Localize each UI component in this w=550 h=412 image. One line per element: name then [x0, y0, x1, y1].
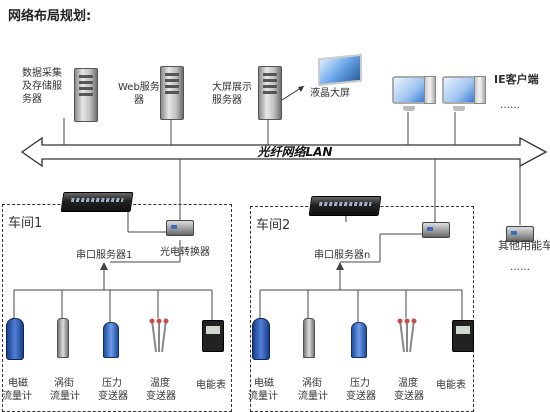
w1-inst-label: 变送器 [146, 391, 176, 402]
energy-meter-icon [452, 320, 474, 352]
other-converter-icon [506, 226, 534, 242]
led-screen-icon [318, 53, 362, 87]
client-tower-icon [424, 76, 436, 104]
display-server-label-2: 服务器 [212, 95, 242, 106]
client-pc-icon [392, 76, 426, 111]
w2-inst-label: 温度 [398, 378, 418, 389]
client-pc-icon [442, 76, 476, 111]
pressure-transmitter-icon [103, 322, 119, 358]
workshop-2-converter-icon [422, 222, 450, 238]
workshop-1-title: 车间1 [8, 216, 43, 231]
workshop-1-switch-icon [60, 192, 134, 212]
w2-inst-label: 涡街 [302, 378, 322, 389]
data-server-label-2: 及存储服 [22, 81, 62, 92]
temperature-transmitter-icon [397, 318, 417, 353]
temperature-transmitter-icon [149, 318, 169, 353]
w2-inst-label: 变送器 [394, 391, 424, 402]
display-server-icon [258, 66, 282, 120]
web-server-icon [160, 66, 184, 120]
em-flowmeter-icon [252, 318, 270, 360]
page-title: 网络布局规划: [8, 9, 92, 24]
w1-inst-label: 变送器 [98, 391, 128, 402]
workshop-2-switch-icon [308, 196, 382, 216]
pressure-transmitter-icon [351, 322, 367, 358]
w2-inst-label: 变送器 [346, 391, 376, 402]
w1-inst-label: 温度 [150, 378, 170, 389]
w1-inst-label: 涡街 [54, 378, 74, 389]
web-server-label-1: Web服务 [118, 82, 160, 93]
led-screen-label: 液晶大屏 [310, 88, 350, 99]
workshop-2-title: 车间2 [256, 218, 291, 233]
display-server-label-1: 大屏展示 [212, 82, 252, 93]
w1-inst-label: 流量计 [50, 391, 80, 402]
w2-inst-label: 压力 [350, 378, 370, 389]
workshop-2-serial-label: 串口服务器n [314, 250, 371, 261]
lan-label: 光纤网络LAN [257, 145, 333, 159]
data-collection-server-icon [74, 68, 98, 122]
workshop-1-serial-label: 串口服务器1 [76, 250, 133, 261]
w2-inst-label: 电能表 [436, 380, 466, 391]
workshop-1-converter-label: 光电转换器 [160, 247, 210, 258]
w2-inst-label: 流量计 [298, 391, 328, 402]
vortex-flowmeter-icon [57, 318, 69, 358]
w1-inst-label: 压力 [102, 378, 122, 389]
ie-clients-label: IE客户端 [494, 73, 539, 86]
w2-inst-label: 流量计 [248, 391, 278, 402]
vortex-flowmeter-icon [303, 318, 315, 358]
other-workshop-more: …… [510, 262, 530, 273]
w1-inst-label: 电能表 [196, 380, 226, 391]
w1-inst-label: 电磁 [8, 378, 28, 389]
ie-clients-more: …… [500, 100, 520, 111]
web-server-label-2: 器 [134, 95, 144, 106]
other-workshop-label: 其他用能车 [498, 239, 550, 252]
client-tower-icon [474, 76, 486, 104]
em-flowmeter-icon [6, 318, 24, 360]
w1-inst-label: 流量计 [2, 391, 32, 402]
data-server-label-1: 数据采集 [22, 68, 62, 79]
w2-inst-label: 电磁 [254, 378, 274, 389]
energy-meter-icon [202, 320, 224, 352]
workshop-1-converter-icon [166, 220, 194, 236]
data-server-label-3: 务器 [22, 94, 42, 105]
